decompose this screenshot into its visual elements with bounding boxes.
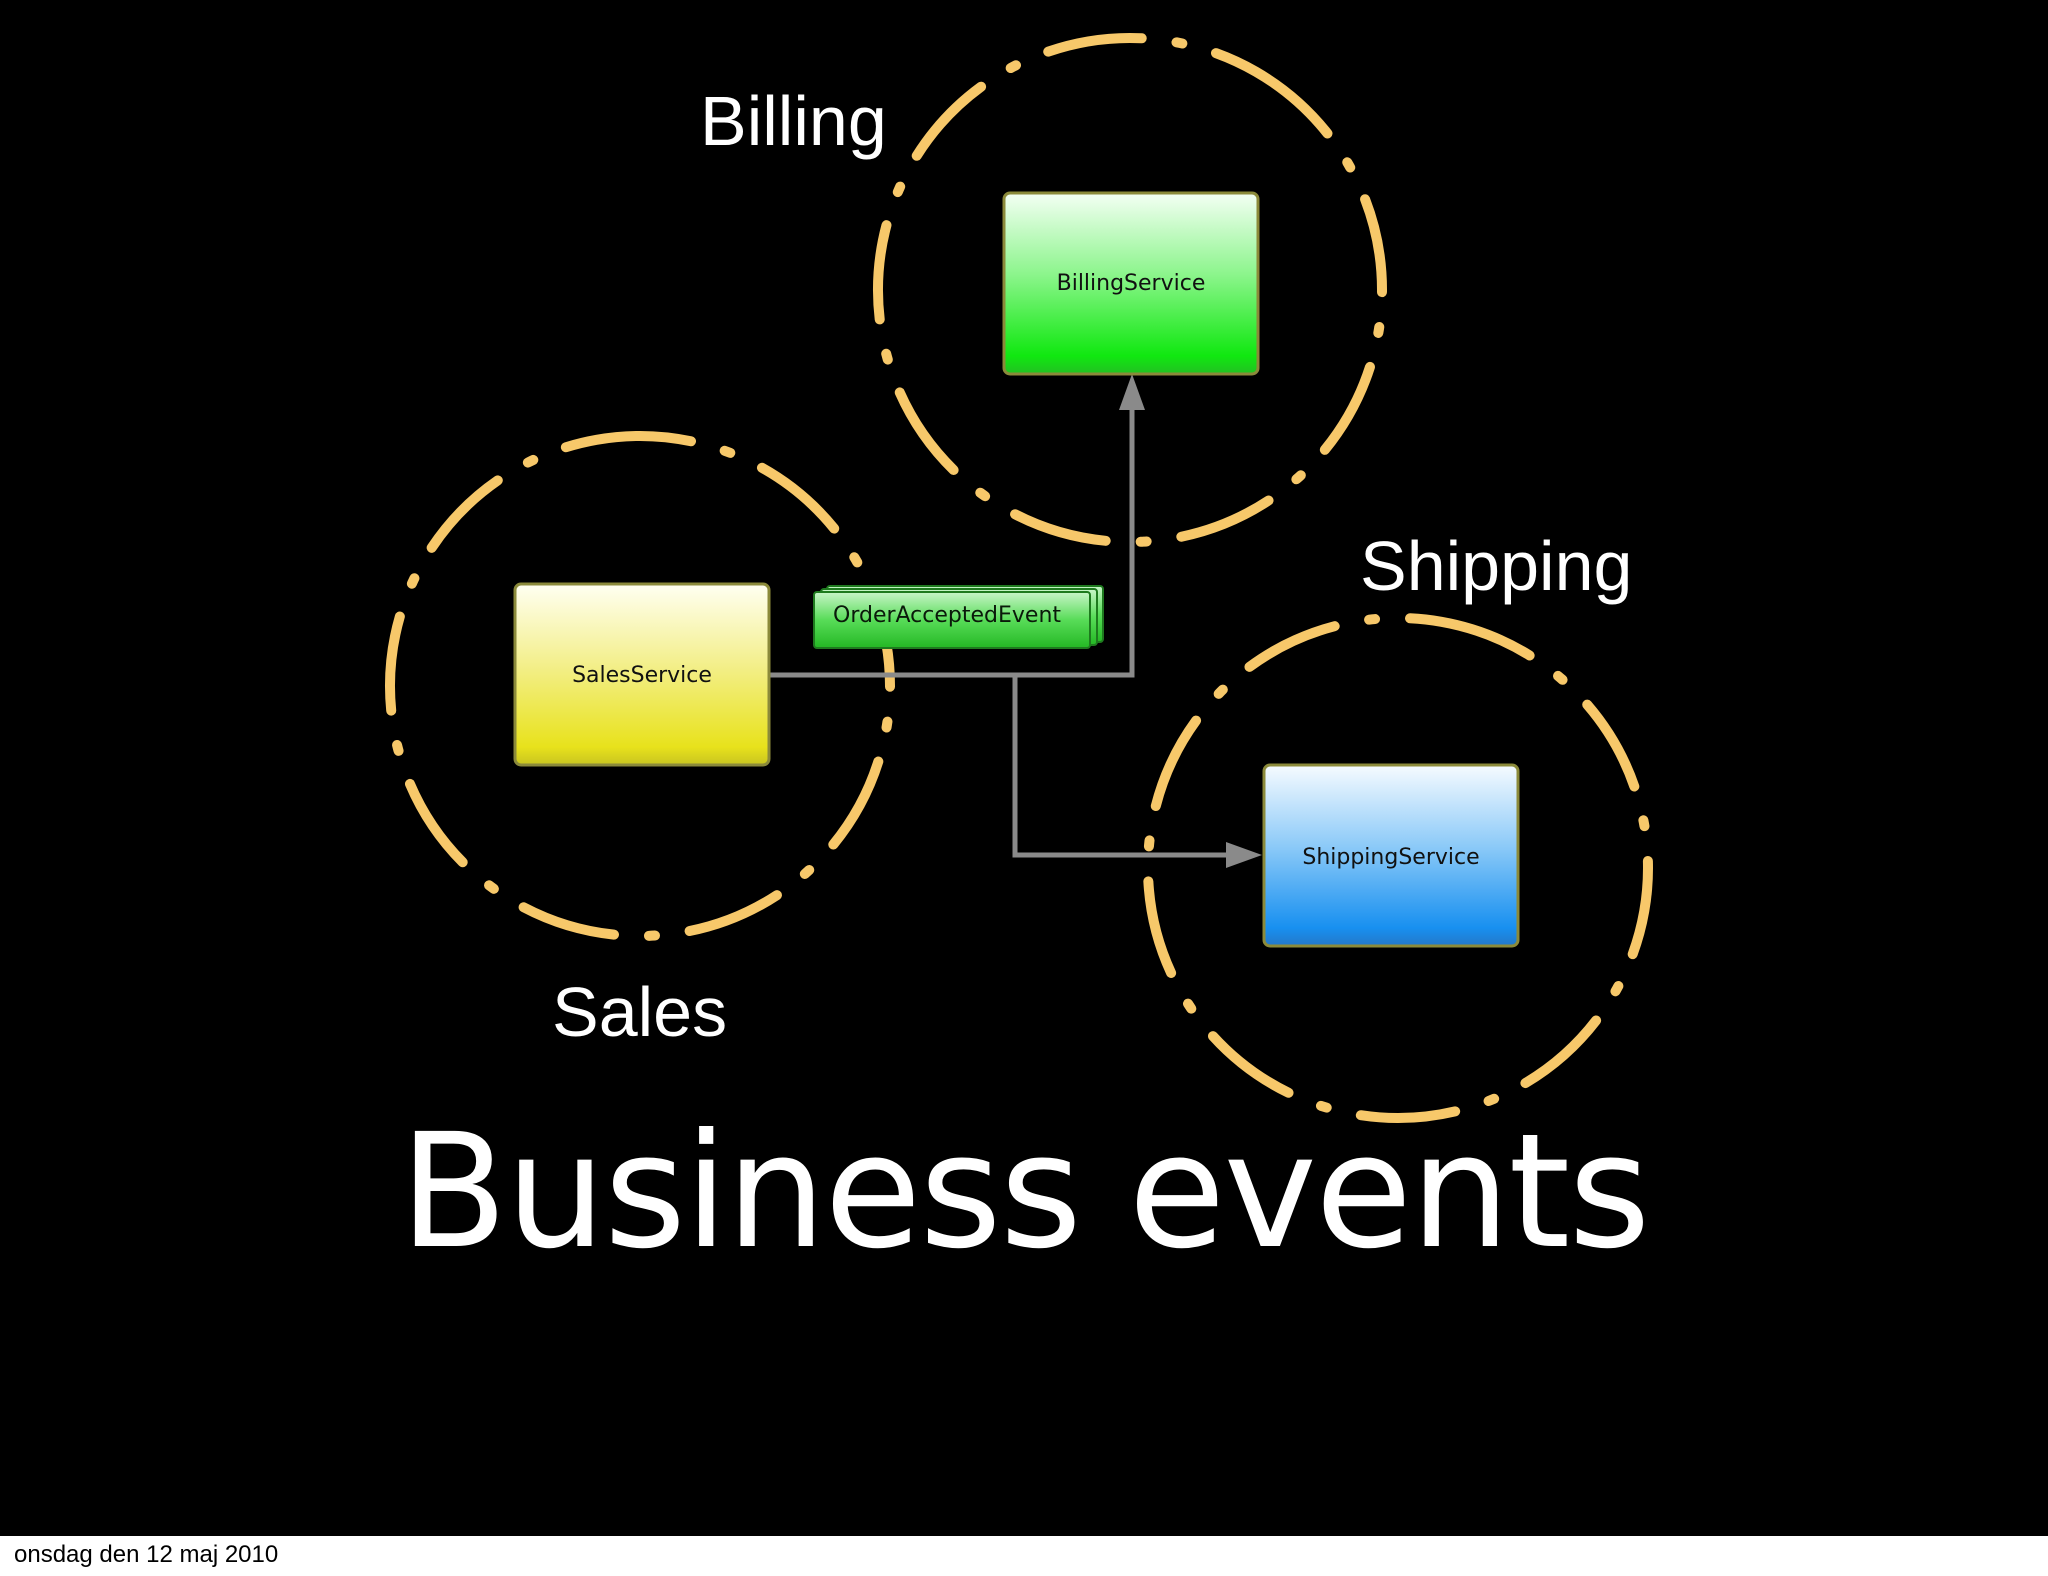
connector-to-billing (768, 395, 1135, 678)
arrow-up-icon (1119, 374, 1145, 410)
billing-domain-label: Billing (700, 82, 887, 160)
shipping-domain-label: Shipping (1360, 527, 1632, 605)
order-accepted-event-message[interactable]: OrderAcceptedEvent (813, 585, 1104, 649)
billing-boundary-circle (873, 33, 1387, 548)
billing-service-label: BillingService (1057, 271, 1206, 296)
order-accepted-event-label: OrderAcceptedEvent (833, 603, 1061, 628)
slide: Billing Shipping Sales BillingService Sa… (0, 0, 2048, 1536)
shipping-service-label: ShippingService (1302, 845, 1479, 870)
shipping-service-box[interactable]: ShippingService (1262, 763, 1520, 948)
sales-domain-label: Sales (552, 973, 727, 1051)
sales-service-box[interactable]: SalesService (513, 582, 771, 767)
connector-to-shipping (1012, 675, 1230, 858)
arrow-right-icon (1226, 842, 1262, 868)
footer-date: onsdag den 12 maj 2010 (14, 1541, 279, 1568)
slide-title: Business events (399, 1100, 1650, 1284)
context-map-diagram: Billing Shipping Sales BillingService Sa… (385, 33, 1653, 1124)
shipping-boundary-circle (1143, 613, 1653, 1124)
sales-service-label: SalesService (572, 663, 712, 688)
billing-service-box[interactable]: BillingService (1002, 191, 1260, 376)
